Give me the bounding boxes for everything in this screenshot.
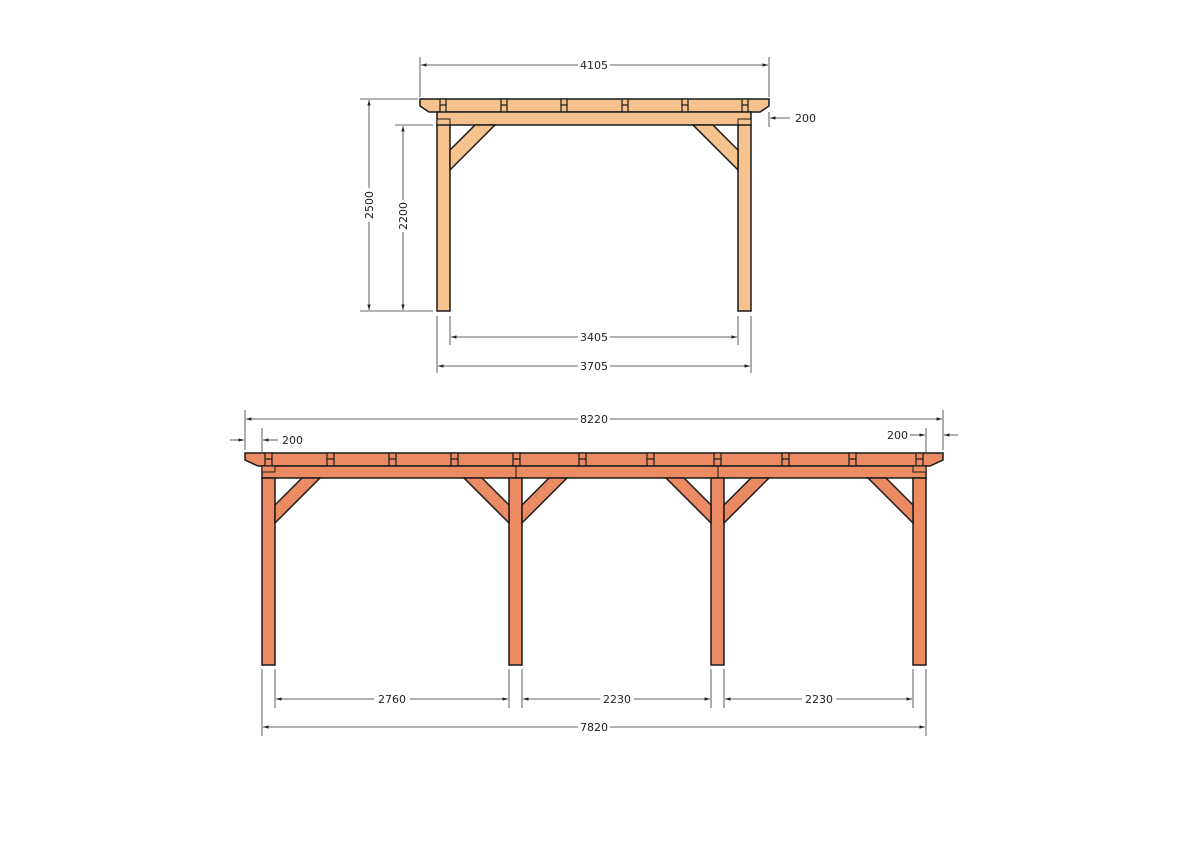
dim-total-span: 7820 xyxy=(580,721,608,734)
dim-overall-length: 8220 xyxy=(580,413,608,426)
dim-total-height: 2500 xyxy=(363,191,376,219)
dim-overhang: 200 xyxy=(795,112,816,125)
dim-overall-width: 4105 xyxy=(580,59,608,72)
side-view: 8220 200 200 2760 2230 2230 7820 xyxy=(230,410,958,736)
dim-post-height: 2200 xyxy=(397,202,410,230)
dim-inner-span: 3405 xyxy=(580,331,608,344)
dim-span-2: 2230 xyxy=(603,693,631,706)
front-view: 4105 200 2500 2200 3405 3705 xyxy=(360,57,816,373)
dim-span-3: 2230 xyxy=(805,693,833,706)
dim-span-1: 2760 xyxy=(378,693,406,706)
dim-outer-span: 3705 xyxy=(580,360,608,373)
dim-overhang-left: 200 xyxy=(282,434,303,447)
dim-overhang-right: 200 xyxy=(887,429,908,442)
